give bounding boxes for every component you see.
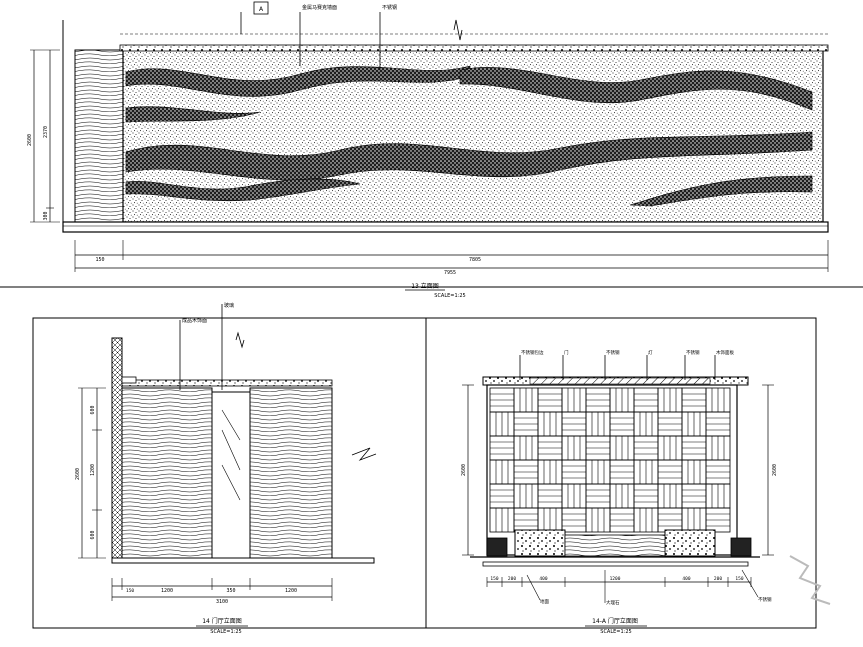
planter-right [664, 529, 716, 557]
left-title: 14 门厅立面图 [202, 617, 242, 625]
right-callout-6: 木饰面板 [716, 349, 734, 356]
weave-panel [486, 384, 738, 556]
right-dim-h-label: 200 [508, 576, 516, 582]
left-dim-v-2: 1200 [90, 464, 96, 476]
dim-h-2: 7805 [469, 257, 481, 263]
right-dim-v-left: 2600 [461, 464, 467, 476]
wave-band-2 [459, 67, 813, 111]
right-dim-h-label: 1200 [610, 576, 621, 582]
left-dim-v-total: 2600 [75, 468, 81, 480]
right-dim-h-label: 400 [682, 576, 690, 582]
right-callout-2: 门 [564, 349, 569, 356]
top-scale: SCALE=1:25 [434, 293, 465, 299]
dim-h-1: 150 [95, 257, 104, 263]
right-callout-4: 灯 [648, 349, 653, 356]
callout-steel: 不锈钢 [382, 4, 397, 11]
dim-h-total: 7955 [444, 270, 456, 276]
left-dim-v-1: 600 [90, 405, 96, 414]
wave-band-6 [125, 106, 261, 123]
right-bottom-label-3: 不锈钢 [758, 596, 772, 603]
top-elevation: A 金属马赛克墙面 不锈钢 2600 2370 300 150 7805 795… [0, 1, 863, 299]
wood-column [74, 49, 124, 223]
right-callout-1: 不锈钢包边 [521, 349, 544, 356]
left-dim-h-total: 3100 [216, 599, 228, 605]
right-scale: SCALE=1:25 [600, 629, 631, 635]
wood-panel-left [121, 387, 213, 559]
right-callout-3: 不锈钢 [606, 349, 620, 356]
left-callout-wood: 成品木饰面 [182, 317, 207, 324]
weave-pattern [489, 387, 731, 533]
break-mark [453, 19, 463, 41]
section-tag-box [253, 1, 269, 15]
top-title: 13 立面图 [411, 282, 439, 290]
left-dim-h-3: 350 [226, 588, 235, 594]
left-dim-h-4: 1200 [285, 588, 297, 594]
left-elevation: 成品木饰面 玻璃 600 2600 1200 600 150 1200 350 … [32, 302, 427, 635]
right-elevation: 不锈钢包边 门 不锈钢 灯 不锈钢 木饰面板 2600 2600 150 200 4… [425, 317, 817, 635]
base-strip [62, 221, 829, 233]
left-dim-h-1: 150 [126, 588, 134, 594]
right-title: 14-A 门厅立面图 [592, 617, 638, 625]
callout-tag: A [259, 6, 264, 13]
right-bottom-label-2: 大理石 [606, 599, 620, 606]
left-scale: SCALE=1:25 [210, 629, 241, 635]
left-callout-glass: 玻璃 [224, 302, 234, 309]
dim-v-panel: 2370 [43, 126, 49, 138]
planter-left [514, 529, 566, 557]
wave-band-3 [125, 131, 813, 181]
right-dim-h-label: 150 [735, 576, 743, 582]
wave-band-5 [629, 175, 813, 207]
left-dim-h-2: 1200 [161, 588, 173, 594]
right-frame [425, 317, 817, 629]
scribble-mark [789, 555, 831, 605]
right-bottom-label-1: 地面 [540, 598, 549, 605]
right-dim-h-label: 200 [714, 576, 722, 582]
right-dim-h-label: 400 [539, 576, 547, 582]
left-dim-v-3: 600 [90, 530, 96, 539]
callout-mosaic: 金属马赛克墙面 [302, 4, 337, 11]
weave-cell [705, 507, 731, 533]
wave-band-4 [125, 178, 361, 202]
wood-panel-right [249, 387, 333, 559]
right-dim-h-label: 150 [490, 576, 498, 582]
right-dim-v-right: 2600 [772, 464, 778, 476]
glass-panel [211, 391, 251, 559]
dim-v-base: 300 [43, 211, 49, 220]
dim-v-total: 2600 [27, 134, 33, 146]
right-callout-5: 不锈钢 [686, 349, 700, 356]
